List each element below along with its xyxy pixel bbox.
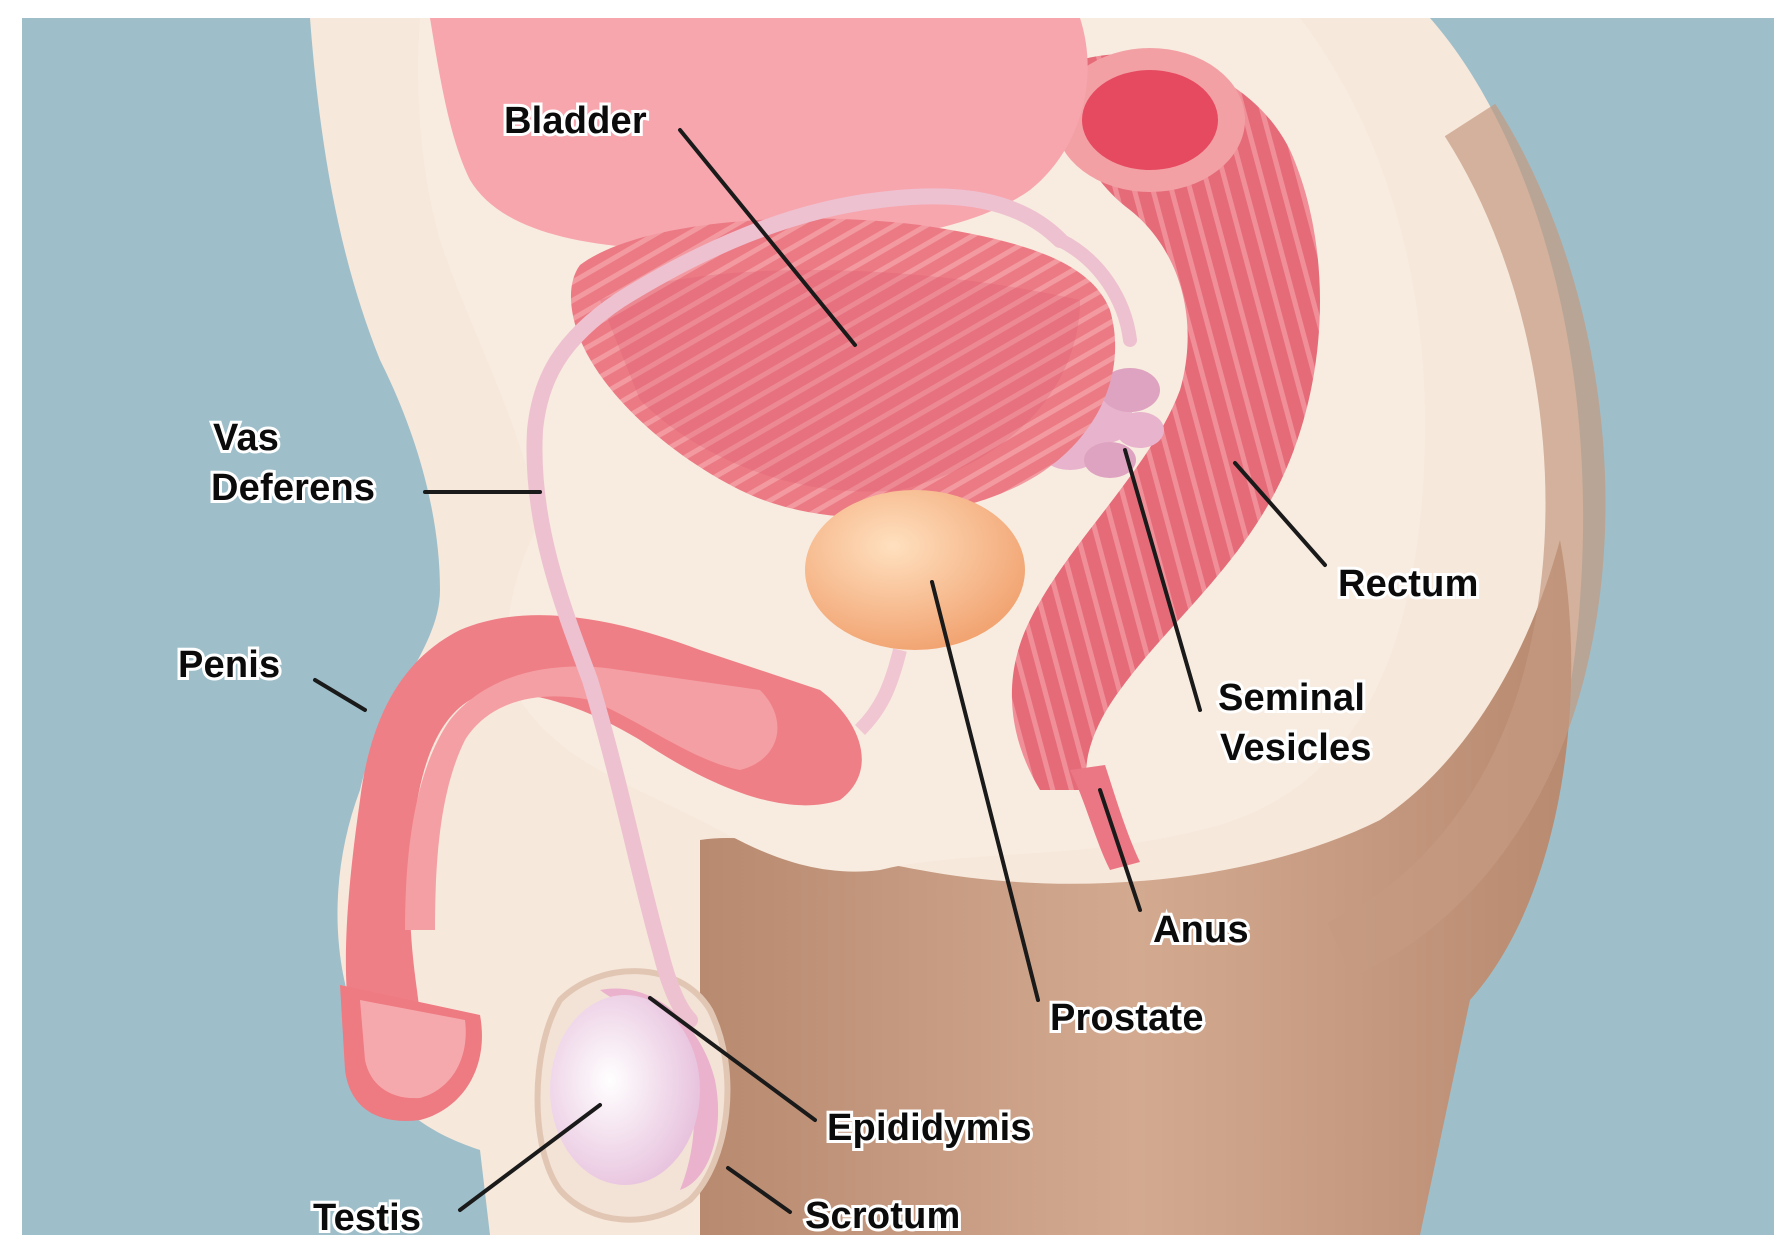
label-seminal-vesicles-line2: Vesicles — [1220, 727, 1372, 769]
prostate — [805, 490, 1025, 650]
label-scrotum: Scrotum — [805, 1195, 961, 1235]
label-anus: Anus — [1153, 909, 1249, 951]
label-seminal-vesicles-line1: Seminal — [1218, 677, 1365, 719]
label-penis: Penis — [178, 644, 280, 686]
rectum-lumen — [1082, 70, 1218, 170]
testis — [550, 995, 700, 1185]
label-bladder: Bladder — [504, 100, 647, 142]
label-rectum: Rectum — [1338, 563, 1479, 605]
label-testis: Testis — [313, 1197, 421, 1235]
label-epididymis: Epididymis — [827, 1107, 1032, 1149]
label-vas-deferens-line1: Vas — [213, 417, 279, 459]
label-vas-deferens-line2: Deferens — [211, 467, 375, 509]
label-prostate: Prostate — [1050, 997, 1204, 1039]
